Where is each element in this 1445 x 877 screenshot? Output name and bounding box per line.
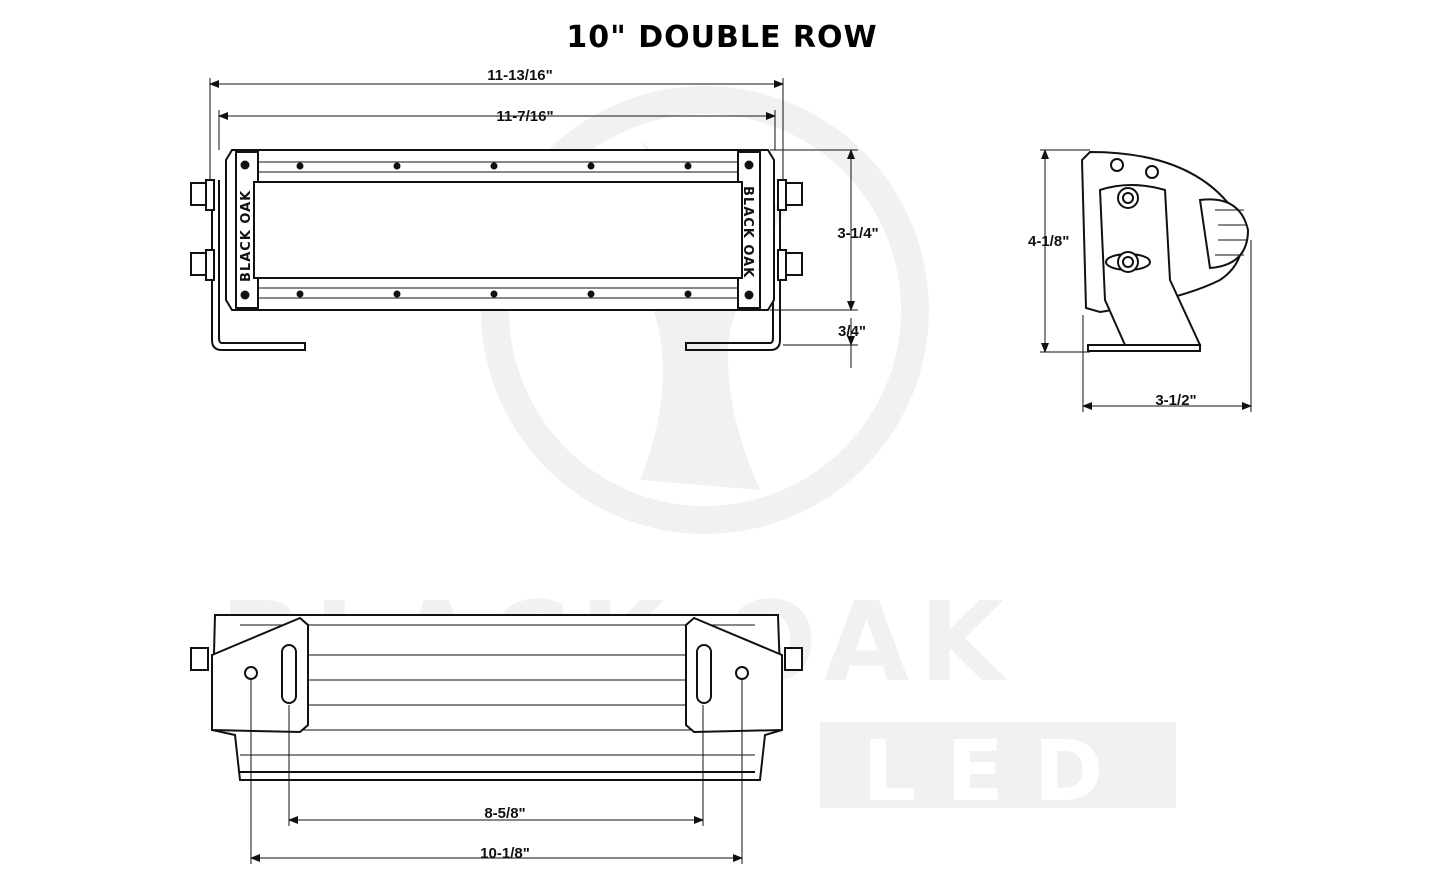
bottom-view: 8-5/8" 10-1/8" (190, 614, 803, 864)
dim-body-width: 11-7/16" (496, 108, 553, 125)
brand-label-left: BLACK OAK (239, 190, 254, 282)
side-view: 4-1/8" 3-1/2" (1028, 149, 1252, 412)
drawing-title: 10" DOUBLE ROW (566, 20, 877, 55)
dim-side-height: 4-1/8" (1028, 233, 1069, 250)
dim-height: 3-1/4" (837, 225, 878, 242)
dim-side-depth: 3-1/2" (1155, 392, 1196, 409)
brand-label-right: BLACK OAK (740, 186, 755, 278)
front-view: BLACK OAK BLACK OAK 11-13/16" 11-7/16" 3… (190, 67, 879, 368)
dim-slot-spacing: 8-5/8" (484, 805, 525, 822)
dim-bracket-height: 3/4" (838, 323, 866, 340)
watermark-sub-box (820, 722, 1176, 808)
dim-hole-spacing: 10-1/8" (480, 845, 530, 862)
dim-overall-width: 11-13/16" (487, 67, 553, 84)
watermark-sub: LED (863, 722, 1134, 820)
